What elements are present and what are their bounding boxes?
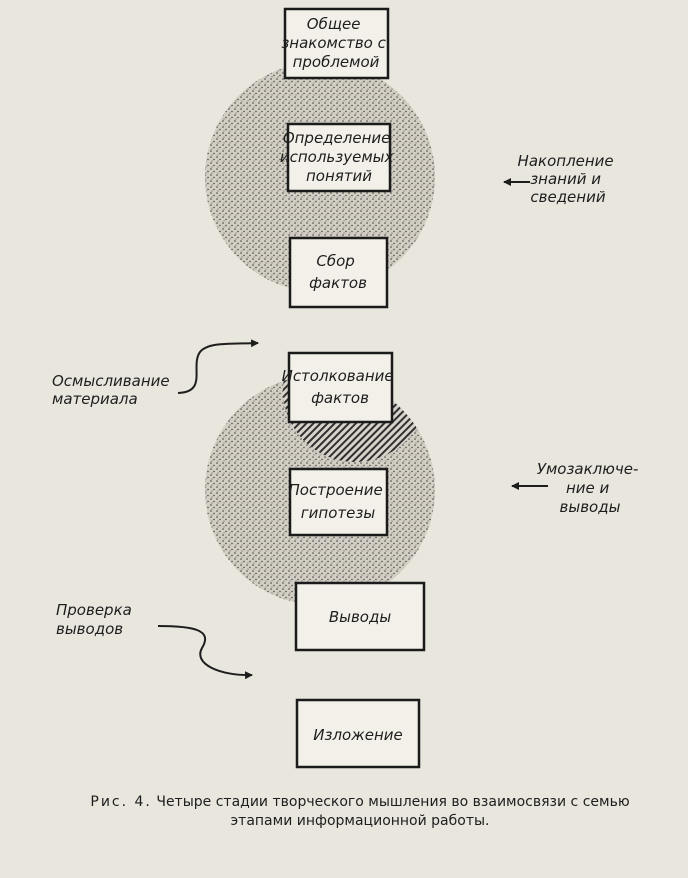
stage-label-line: Истолкование — [282, 367, 394, 385]
arrow-verification — [157, 625, 253, 680]
caption-prefix: Рис. 4. — [90, 794, 152, 810]
stage-label-line: Изложение — [313, 726, 403, 744]
stage-box-general-acquaintance: Общее знакомство с проблемой — [281, 7, 390, 80]
label-verification: Проверка выводов — [56, 601, 137, 638]
svg-text:Определение используем: Определение используемых понятий — [280, 129, 398, 185]
stage-label-line: гипотезы — [301, 504, 376, 522]
stage-label-line: Общее — [307, 15, 361, 33]
stage-box-fact-collection: Сбор фактов — [288, 236, 389, 309]
caption-line-2: этапами информационной работы. — [230, 813, 490, 829]
diagram: Общее знакомство с проблемой Определение… — [52, 7, 643, 769]
figure-caption: Рис. 4. Четыре стадии творческого мышлен… — [60, 793, 660, 831]
stage-label-line: используемых — [280, 148, 394, 166]
svg-text:Изложение: Изложение — [313, 726, 403, 744]
label-inference: Умозаключе- ние и выводы — [537, 460, 643, 516]
stage-label-line: знакомство с — [281, 34, 386, 52]
caption-line-1: Рис. 4. Четыре стадии творческого мышлен… — [60, 793, 660, 812]
label-comprehension: Осмысливание материала — [52, 372, 174, 408]
stage-label-line: фактов — [311, 389, 369, 407]
stage-label-line: Построение — [289, 481, 383, 499]
stage-label-line: проблемой — [293, 53, 380, 71]
stage-label-line: Определение — [283, 129, 391, 147]
stage-label-line: фактов — [309, 274, 367, 292]
svg-text:Сбор фактов: Сбор фактов — [309, 252, 367, 292]
arrow-comprehension — [177, 339, 259, 394]
stage-box-presentation: Изложение — [295, 698, 421, 769]
stage-box-hypothesis-building: Построение гипотезы — [289, 467, 389, 537]
stage-box-conclusions: Выводы — [294, 581, 426, 652]
stage-box-fact-interpretation: Истолкование фактов — [282, 351, 399, 424]
caption-text-1: Четыре стадии творческого мышления во вз… — [156, 794, 630, 810]
label-accumulation: Накопление знаний и сведений — [518, 152, 619, 206]
svg-text:Общее знакомство с: Общее знакомство с проблемой — [281, 15, 390, 71]
stage-label-line: понятий — [306, 167, 372, 185]
stage-box-definition-of-concepts: Определение используемых понятий — [280, 122, 398, 193]
stage-label-line: Выводы — [329, 608, 392, 626]
svg-text:Выводы: Выводы — [329, 608, 392, 626]
stage-label-line: Сбор — [316, 252, 354, 270]
svg-text:Истолкование фактов: Истолкование фактов — [282, 367, 399, 407]
svg-text:Построение гипотезы: Построение гипотезы — [289, 481, 388, 522]
